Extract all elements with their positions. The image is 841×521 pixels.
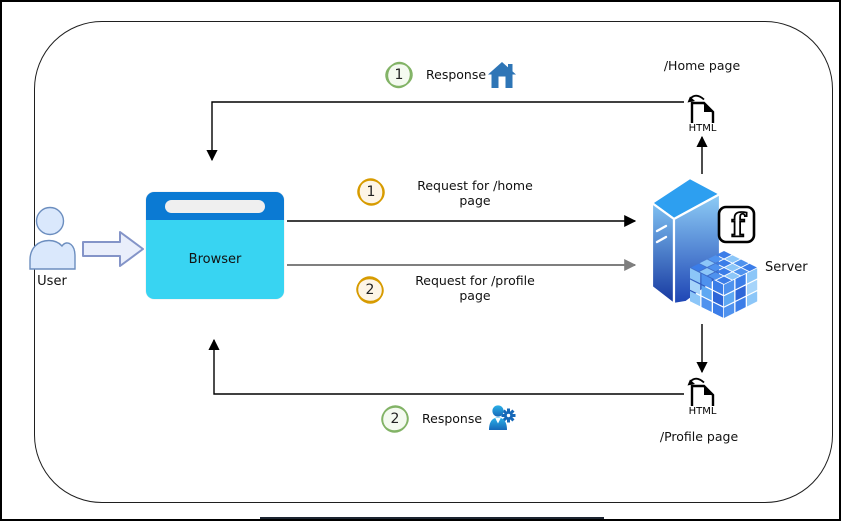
server-label: Server [765,260,808,275]
step-badge-request-profile: 2 [355,275,385,305]
browser-body: Browser [146,220,284,299]
step-badge-response-profile: 2 [380,404,410,434]
server-tower-icon [650,176,722,306]
database-cube-icon [690,251,758,318]
step-number: 1 [394,67,404,83]
sketch-circle-icon [385,61,413,89]
request-profile-label: Request for /profile page [415,273,535,303]
html-file-type-label: HTML [689,406,717,417]
home-icon [488,62,516,88]
browser-label: Browser [188,252,242,267]
step-number: 2 [365,282,375,298]
sketch-circle-icon [356,276,384,304]
user-label: User [37,274,67,289]
step-badge-request-home: 1 [356,177,386,207]
html-file-type-label: HTML [689,123,717,134]
html-file-icon: HTML [687,377,717,417]
profile-page-label: /Profile page [659,429,739,444]
server-vent-icon [655,224,668,244]
step-badge-response-home: 1 [384,60,414,90]
user-icon [29,206,76,270]
response-home-label: Response [426,67,487,82]
horizontal-scrollbar-thumb[interactable] [260,517,604,519]
gear-icon [501,408,516,423]
facebook-icon: f [717,205,756,244]
user-settings-icon [489,405,516,430]
step-number: 2 [390,411,400,427]
sketch-circle-icon [381,405,409,433]
html-file-icon: HTML [687,94,717,134]
browser-node: Browser [146,192,284,299]
request-home-label: Request for /home page [417,178,533,208]
browser-address-bar [165,200,265,213]
home-page-label: /Home page [663,58,741,73]
svg-text:f: f [731,206,747,244]
browser-titlebar [146,192,284,220]
response-profile-label: Response [422,411,483,426]
sketch-circle-icon [357,178,385,206]
user-to-browser-arrow-icon [82,231,144,267]
step-number: 1 [366,184,376,200]
